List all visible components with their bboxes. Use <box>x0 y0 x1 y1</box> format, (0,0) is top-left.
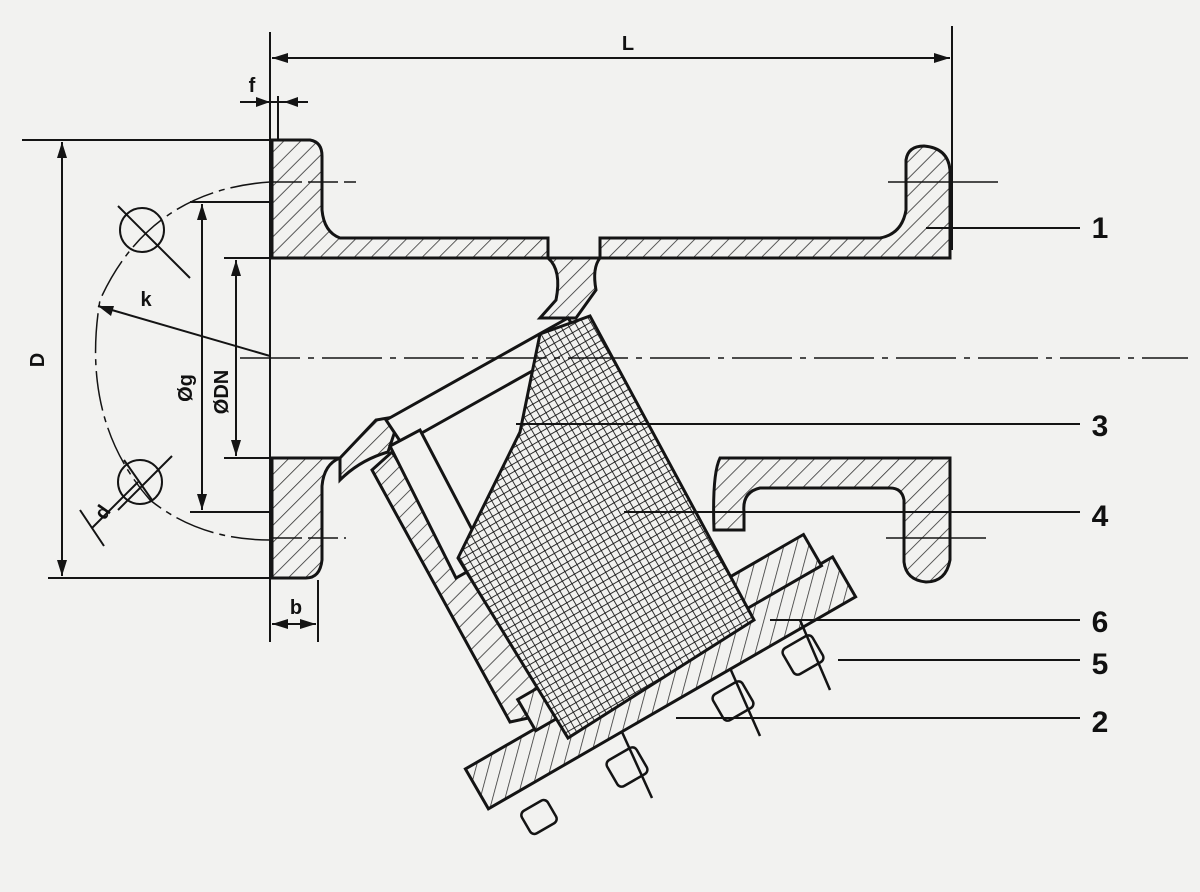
dim-label-d: d <box>91 501 116 524</box>
part-number-1: 1 <box>1092 212 1109 245</box>
part-number-5: 5 <box>1092 648 1109 681</box>
dim-label-f: f <box>249 75 256 97</box>
leader-lines <box>516 227 1080 719</box>
body-wall <box>338 256 604 724</box>
part-number-6: 6 <box>1092 606 1109 639</box>
right-flange <box>598 144 952 584</box>
dim-label-k: k <box>140 289 152 311</box>
dim-label-g: Øg <box>175 374 197 402</box>
dim-label-D: D <box>27 353 49 367</box>
dimension-arrows <box>57 53 950 629</box>
center-lines <box>94 181 1188 541</box>
bolt-hole-bottom <box>117 455 173 511</box>
part-number-3: 3 <box>1092 410 1109 443</box>
part-numbers: 1 3 4 6 5 2 <box>1092 212 1109 739</box>
bolt-hole-top <box>117 205 191 279</box>
bolts <box>520 619 832 836</box>
left-flange <box>270 138 550 580</box>
part-number-4: 4 <box>1092 500 1109 533</box>
dim-label-b: b <box>290 597 302 619</box>
part-number-2: 2 <box>1092 706 1109 739</box>
dim-label-L: L <box>622 33 634 55</box>
dimension-lines <box>22 26 953 642</box>
mesh-screen <box>456 314 756 741</box>
dim-label-DN: ØDN <box>211 370 233 414</box>
